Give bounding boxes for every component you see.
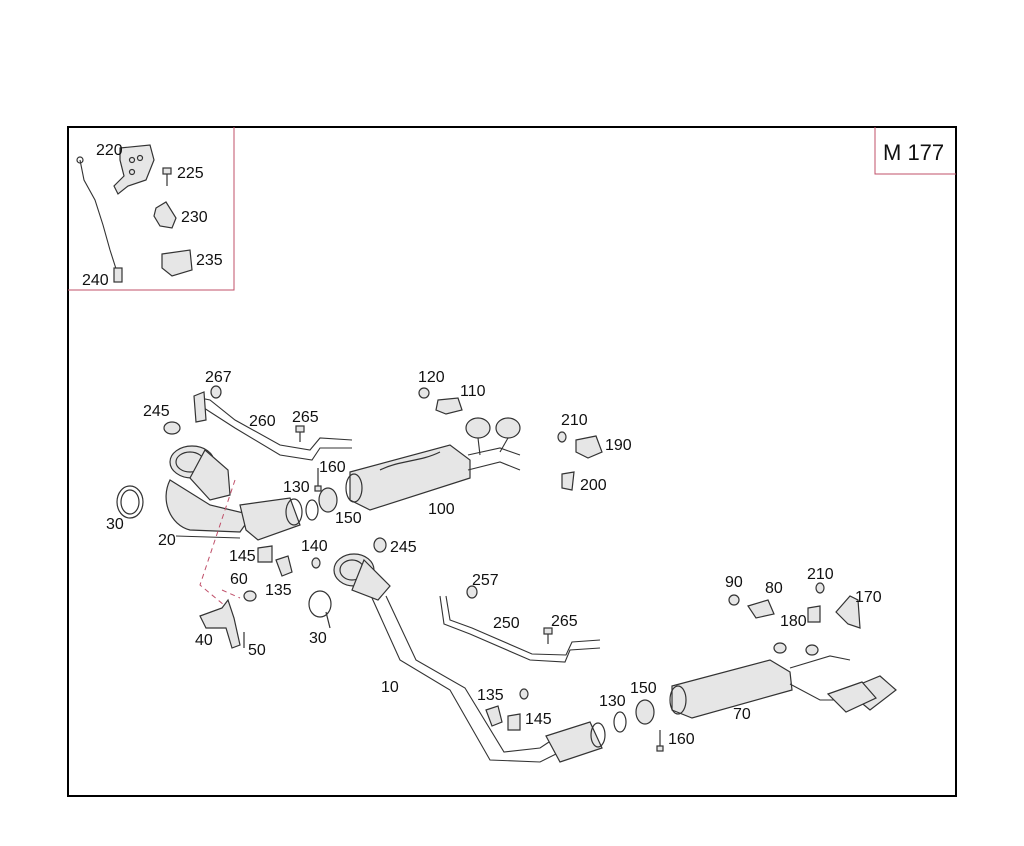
clamp-30-center [308,590,332,618]
nut-90 [728,594,740,606]
label-10: 10 [381,679,399,696]
label-265-right: 265 [551,613,578,630]
bolt-265-right [543,627,553,644]
bolt-225 [162,167,172,186]
rear-muffler-70 [669,642,897,719]
bolt-60 [243,590,257,602]
label-257: 257 [472,572,499,589]
label-265-left: 265 [292,409,319,426]
rubber-mount-145-left [257,545,273,563]
label-235: 235 [196,252,223,269]
front-pipe-left [165,445,303,541]
ring-245-center [373,537,387,553]
diagram-frame [67,126,957,797]
label-150-right: 150 [630,680,657,697]
nut-145-right-top [519,688,529,700]
label-180: 180 [780,613,807,630]
rubber-mount-200 [561,471,575,491]
label-80: 80 [765,580,783,597]
seal-140 [311,557,321,569]
bolt-265-left [295,425,305,442]
label-245-left: 245 [143,403,170,420]
bracket-190 [575,435,603,459]
rubber-mount-145-right [507,713,521,731]
label-200: 200 [580,477,607,494]
label-40: 40 [195,632,213,649]
seal-130-top [305,499,319,521]
label-130-right: 130 [599,693,626,710]
label-230: 230 [181,209,208,226]
bracket-170 [835,595,861,629]
hanger-110 [435,397,463,415]
label-130-top: 130 [283,479,310,496]
label-30-center: 30 [309,630,327,647]
group-code: M 177 [883,140,944,165]
label-30-left: 30 [106,516,124,533]
label-210-top: 210 [561,412,588,429]
label-160-right: 160 [668,731,695,748]
label-135-right: 135 [477,687,504,704]
label-210-right: 210 [807,566,834,583]
label-170: 170 [855,589,882,606]
dash-guide-left [199,479,236,611]
nut-210-top [557,431,567,443]
tube-250 [439,585,601,663]
label-145-left: 145 [229,548,256,565]
label-120: 120 [418,369,445,386]
label-100: 100 [428,501,455,518]
clamp-150-right [635,699,655,725]
bracket-135-left [275,555,293,577]
bracket-220 [113,144,155,195]
bracket-135-right [485,705,503,727]
label-160-top: 160 [319,459,346,476]
label-110: 110 [460,383,486,400]
label-145-right: 145 [525,711,552,728]
seal-130-right [613,711,627,733]
label-135-left: 135 [265,582,292,599]
tube-260 [193,385,353,461]
oxygen-sensor-cable [79,159,119,276]
label-225: 225 [177,165,204,182]
sensor-inset-box: 220 225 230 235 240 [68,127,235,291]
hanger-80 [747,599,775,619]
holder-235 [161,249,193,277]
rubber-mount-180 [807,605,821,623]
label-140: 140 [301,538,328,555]
center-muffler-100 [345,417,521,511]
ring-245-left [163,421,181,435]
label-190: 190 [605,437,632,454]
label-260: 260 [249,413,276,430]
nut-210-right [815,582,825,594]
nut-120 [418,387,430,399]
bolt-160-right [656,730,664,752]
bracket-40 [199,598,241,649]
label-50: 50 [248,642,266,659]
clamp-30-left [116,485,144,519]
label-267: 267 [205,369,232,386]
label-60: 60 [230,571,248,588]
clamp-150-top [318,487,338,513]
label-90: 90 [725,574,743,591]
label-20: 20 [158,532,176,549]
front-pipe-right [333,553,606,763]
label-150-top: 150 [335,510,362,527]
label-220: 220 [96,142,123,159]
label-240: 240 [82,272,109,289]
bolt-160-top [314,468,322,492]
group-code-box: M 177 [874,127,956,175]
clip-230 [153,201,177,229]
label-250: 250 [493,615,520,632]
label-70: 70 [733,706,751,723]
label-245-center: 245 [390,539,417,556]
